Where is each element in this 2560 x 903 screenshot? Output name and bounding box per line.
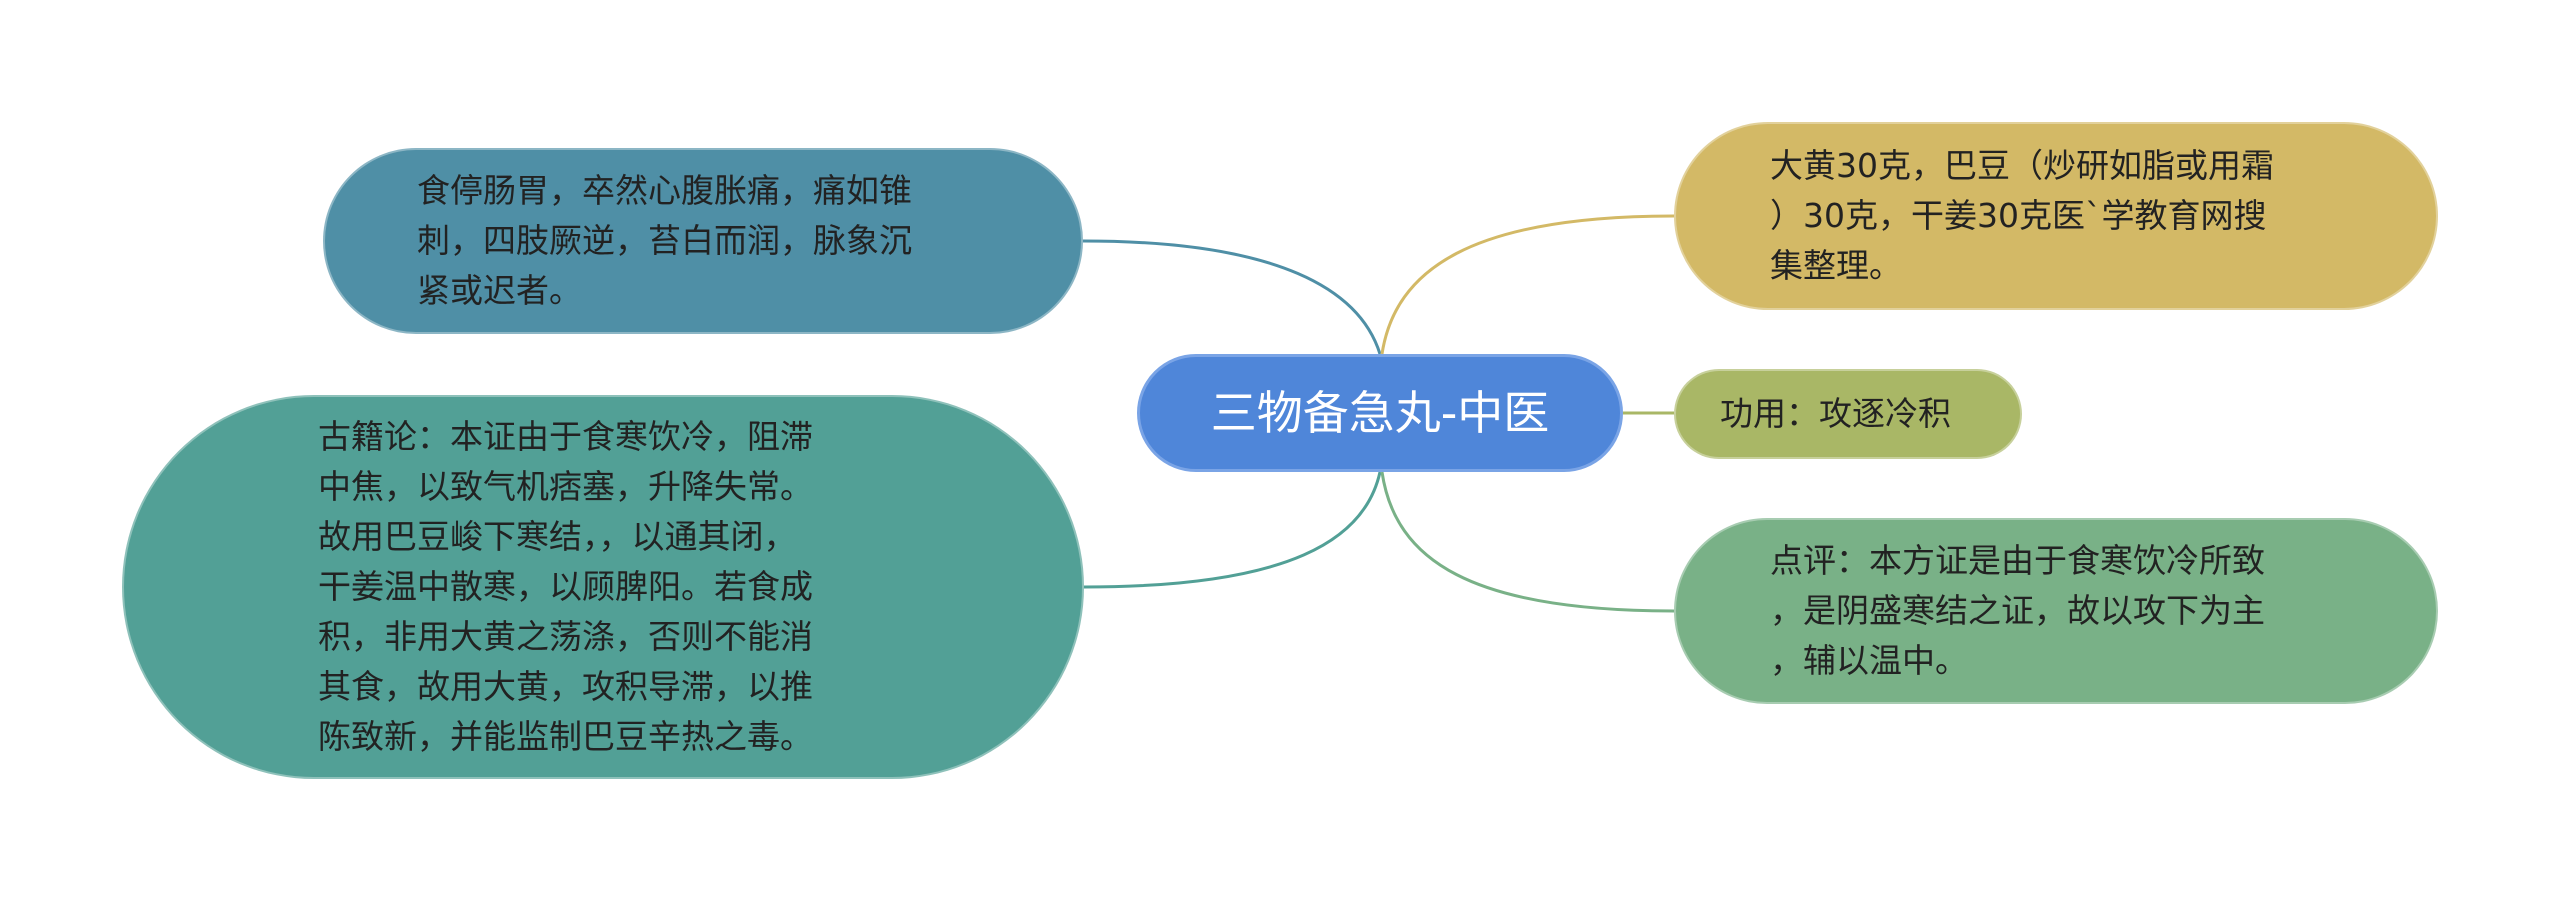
connector-theory <box>1083 471 1382 589</box>
topic-comment[interactable]: 点评：本方证是由于食寒饮冷所致 ，是阴盛寒结之证，故以攻下为主 ，辅以温中。 <box>1674 518 2438 704</box>
topic-ingredients-text: 大黄30克，巴豆（炒研如脂或用霜 ）30克，干姜30克医`学教育网搜 集整理。 <box>1770 146 2274 285</box>
connector-ingredients <box>1380 214 1675 355</box>
topic-effect-text: 功用：攻逐冷积 <box>1720 394 1951 433</box>
topic-symptoms-text: 食停肠胃，卒然心腹胀痛，痛如锥 刺，四肢厥逆，苔白而润，脉象沉 紧或迟者。 <box>417 171 912 310</box>
connector-food <box>1082 239 1382 355</box>
topic-comment-text: 点评：本方证是由于食寒饮冷所致 ，是阴盛寒结之证，故以攻下为主 ，辅以温中。 <box>1770 541 2265 680</box>
topic-classical-theory-text: 古籍论：本证由于食寒饮冷，阻滞 中焦，以致气机痞塞，升降失常。 故用巴豆峻下寒结… <box>318 417 813 756</box>
topic-effect[interactable]: 功用：攻逐冷积 <box>1674 369 2022 459</box>
connector-comment <box>1380 471 1675 613</box>
root-topic-label: 三物备急丸-中医 <box>1210 386 1550 440</box>
topic-symptoms[interactable]: 食停肠胃，卒然心腹胀痛，痛如锥 刺，四肢厥逆，苔白而润，脉象沉 紧或迟者。 <box>323 148 1083 334</box>
topic-classical-theory[interactable]: 古籍论：本证由于食寒饮冷，阻滞 中焦，以致气机痞塞，升降失常。 故用巴豆峻下寒结… <box>122 395 1084 779</box>
root-topic[interactable]: 三物备急丸-中医 <box>1137 354 1623 472</box>
topic-ingredients[interactable]: 大黄30克，巴豆（炒研如脂或用霜 ）30克，干姜30克医`学教育网搜 集整理。 <box>1674 122 2438 310</box>
